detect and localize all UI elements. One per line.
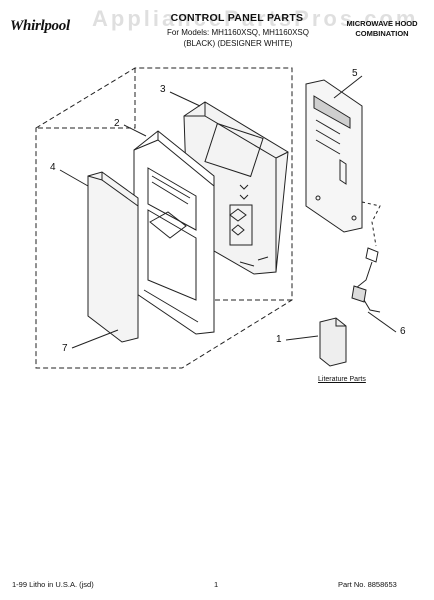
- leader-1: [285, 335, 319, 341]
- part-4-door-panel: [87, 171, 139, 343]
- leader-2: [123, 124, 147, 137]
- color-line: (BLACK) (DESIGNER WHITE): [183, 39, 293, 48]
- callout-3: 3: [160, 84, 166, 95]
- leader-3: [169, 91, 201, 107]
- literature-parts-label: Literature Parts: [318, 376, 366, 383]
- part-5-control-board: [305, 79, 363, 233]
- callout-6: 6: [400, 326, 406, 337]
- callout-1: 1: [276, 334, 282, 345]
- callout-2: 2: [114, 118, 120, 129]
- watermark: AppliancePartsPros.com: [92, 6, 419, 31]
- leader-6: [367, 311, 397, 333]
- model-line: For Models: MH1160XSQ, MH1160XSQ: [167, 28, 309, 37]
- part-number: Part No. 8858653: [338, 580, 397, 589]
- leader-4: [59, 169, 89, 187]
- part-6-harness: [351, 247, 381, 313]
- part-1-literature: [319, 317, 347, 367]
- product-type: MICROWAVE HOOD COMBINATION: [346, 19, 418, 38]
- wiring-lead: [361, 201, 381, 247]
- page-number: 1: [214, 580, 219, 589]
- footer-print-info: 1-99 Litho in U.S.A. (jsd): [12, 580, 94, 589]
- page-title: CONTROL PANEL PARTS: [170, 12, 304, 24]
- callout-7: 7: [62, 343, 68, 354]
- callout-5: 5: [352, 68, 358, 79]
- leader-7: [71, 329, 119, 349]
- model-info: For Models: MH1160XSQ, MH1160XSQ (BLACK)…: [148, 27, 328, 49]
- brand-logo: Whirlpool: [10, 18, 70, 34]
- leader-5: [333, 75, 363, 99]
- callout-4: 4: [50, 162, 56, 173]
- part-2-control-panel: [133, 130, 215, 335]
